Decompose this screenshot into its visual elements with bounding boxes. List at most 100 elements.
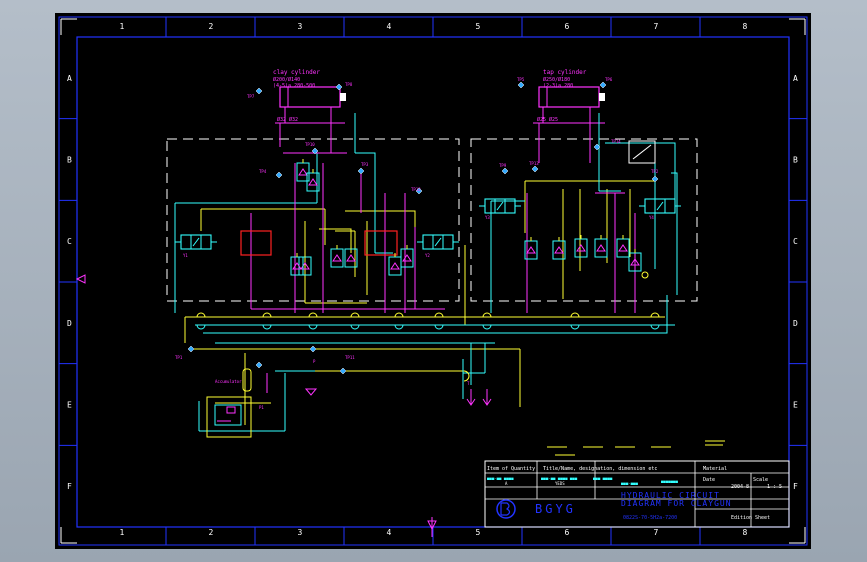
accumulator-label: Accumulator xyxy=(215,379,242,384)
grid-column-label: 8 xyxy=(743,22,748,31)
cartridge-valve xyxy=(296,159,310,182)
grid-column-label: 2 xyxy=(209,528,214,537)
tb-small-3: ■■■ ■■■■ xyxy=(593,476,613,481)
tp-label: TP5 xyxy=(517,77,525,82)
cartridge-valve xyxy=(574,235,588,258)
test-point-icon xyxy=(255,87,263,95)
directional-valve xyxy=(417,234,459,250)
grid-column-label: 2 xyxy=(209,22,214,31)
test-points xyxy=(187,81,659,375)
tp-label: TP4 xyxy=(259,169,267,174)
test-point-icon xyxy=(593,143,601,151)
grid-row-label: E xyxy=(67,401,72,410)
pressure-lines xyxy=(184,180,665,425)
bgyg-logo-icon xyxy=(496,499,516,519)
manifold-enclosures xyxy=(166,138,698,302)
tb-quantity-header: Quantity xyxy=(511,466,535,472)
cartridge-valve xyxy=(552,237,566,260)
tp-label: TP8 xyxy=(345,82,353,87)
grid-column-label: 4 xyxy=(387,22,392,31)
test-point-icon xyxy=(599,81,607,89)
grid-row-label: E xyxy=(793,401,798,410)
line-crossovers xyxy=(196,312,660,382)
grid-row-label: C xyxy=(793,237,798,246)
test-point-icon xyxy=(517,81,525,89)
test-point-icon xyxy=(501,167,509,175)
test-point-icon xyxy=(255,361,263,369)
cartridge-valve xyxy=(400,245,414,268)
tb-material-header: Material xyxy=(703,466,727,472)
right-pressure-switch xyxy=(628,140,656,279)
tank-symbol xyxy=(304,388,492,406)
tb-small-7: ■■■■■■■ xyxy=(661,479,678,484)
test-point-icon xyxy=(651,175,659,183)
cartridge-valve xyxy=(594,235,608,258)
valve-labels: Y1 Y2 Y3 Y4 P T P1 xyxy=(183,215,654,410)
test-point-icon xyxy=(357,167,365,175)
tap-cylinder-stroke: (2-3)a 280 xyxy=(543,83,573,89)
grid-row-label: A xyxy=(67,74,72,83)
grid-column-label: 6 xyxy=(565,528,570,537)
cartridge-valve xyxy=(388,253,402,276)
valve-label: Y2 xyxy=(425,253,430,258)
tp-label: TP6 xyxy=(605,77,613,82)
cartridge-valve xyxy=(524,237,538,260)
test-point-icon xyxy=(187,345,195,353)
valve-label: Y3 xyxy=(485,215,490,220)
grid-column-label: 1 xyxy=(120,528,125,537)
section-marks xyxy=(547,440,725,456)
test-point-labels: TP7 TP8 TP5 TP6 TP10 TP4 TP3 TP12 TP9 TP… xyxy=(175,77,659,360)
grid-column-label: 8 xyxy=(743,528,748,537)
cartridge-valve xyxy=(330,245,344,268)
cartridge-valve xyxy=(306,169,320,192)
filter-block: Accumulator xyxy=(206,368,252,438)
pump-label: P1 xyxy=(259,405,264,410)
title-block: Item of Quantity Title/Name, designation… xyxy=(484,460,790,528)
test-point-icon xyxy=(335,83,343,91)
tb-small-1: ■■■-■■ ■■■■ xyxy=(487,476,514,481)
tp-label: TP1 xyxy=(175,355,183,360)
grid-column-label: 7 xyxy=(654,22,659,31)
test-point-icon xyxy=(415,187,423,195)
cartridge-valve xyxy=(344,245,358,268)
directional-valves xyxy=(175,198,681,250)
grid-column-label: 5 xyxy=(476,528,481,537)
tb-title-header: Title/Name, designation, dimension etc xyxy=(543,466,657,472)
tb-small-2: ■■■-■■ ■■■■ ■■■ xyxy=(541,476,578,481)
grid-column-label: 5 xyxy=(476,22,481,31)
grid-column-label: 3 xyxy=(298,528,303,537)
tank-port-label: T xyxy=(467,381,470,386)
tb-title-line1: HYDRAULIC CIRCUIT xyxy=(621,491,720,500)
cartridge-valve xyxy=(616,235,630,258)
test-point-icon xyxy=(311,147,319,155)
tp-label: TP9 xyxy=(499,163,507,168)
grid-column-label: 6 xyxy=(565,22,570,31)
valve-label: Y4 xyxy=(649,215,654,220)
tb-item-header: Item of xyxy=(487,466,508,472)
tb-title-line2: DIAGRAM FOR CLAYGUN xyxy=(621,499,732,508)
grid-row-label: B xyxy=(67,156,72,165)
tb-date-value: 2004-8 xyxy=(731,484,749,490)
tp-label: TP14 xyxy=(611,139,621,144)
tp-label: TP10 xyxy=(305,142,315,147)
pressure-port-label: P xyxy=(313,359,316,364)
crop-marks xyxy=(60,18,806,544)
test-point-icon xyxy=(275,171,283,179)
return-lines xyxy=(174,113,678,432)
inner-frame xyxy=(76,36,790,528)
tb-sheet-label: Sheet xyxy=(755,515,770,521)
clay-cylinder-stroke: (4-5)a 280-500 xyxy=(273,83,315,89)
valve-label: Y1 xyxy=(183,253,188,258)
grid-column-label: 3 xyxy=(298,22,303,31)
tb-small-4: A xyxy=(505,481,508,486)
tap-cylinder: tap cylinder Ø250/Ø180 (2-3)a 280 Ø25 Ø2… xyxy=(533,69,605,124)
tap-cylinder-size: Ø250/Ø180 xyxy=(543,76,570,83)
grid-row-label: C xyxy=(67,237,72,246)
test-point-icon xyxy=(309,345,317,353)
tb-scale-label: Scale xyxy=(753,477,768,483)
grid-row-label: F xyxy=(793,482,798,491)
